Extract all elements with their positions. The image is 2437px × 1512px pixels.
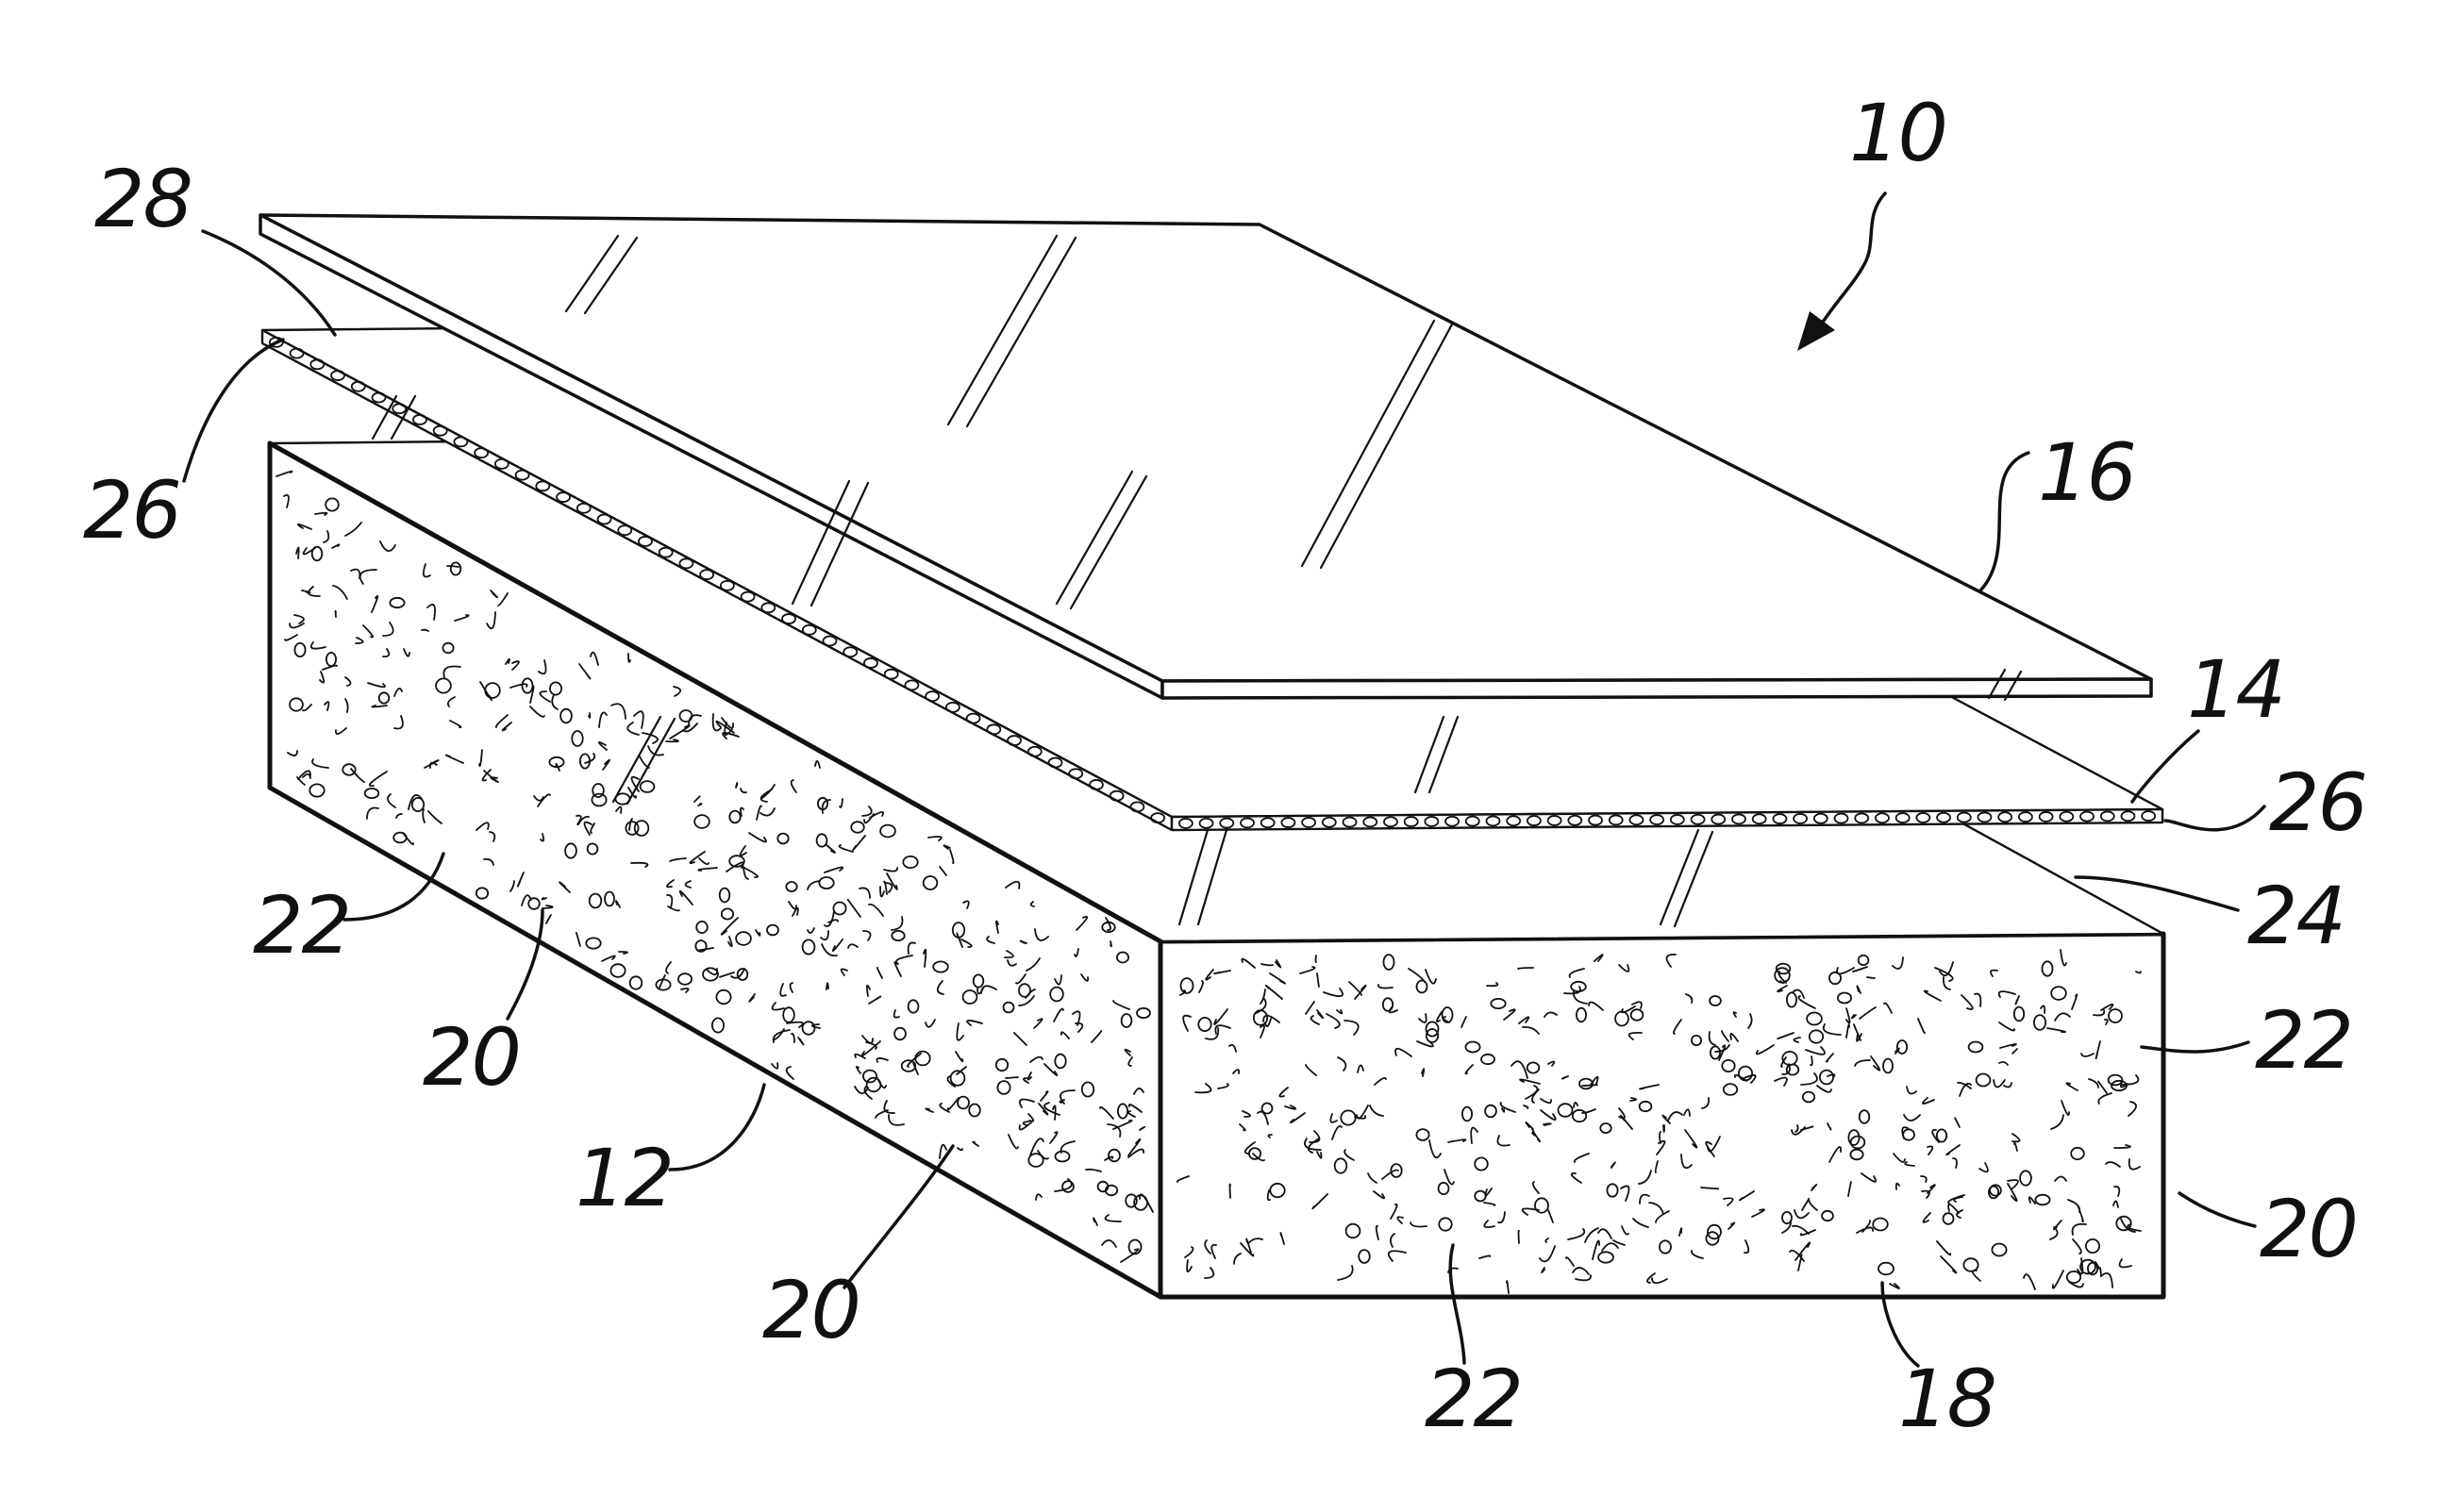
label-dots-left: 26 (83, 464, 180, 557)
label-middle-sheet: 14 (2187, 643, 2284, 736)
label-fiber-left: 22 (253, 879, 350, 972)
label-block-side: 12 (576, 1132, 673, 1224)
label-fiber-right: 22 (2255, 994, 2352, 1087)
label-top-surface: 24 (2247, 870, 2345, 962)
assembly-arrow (1797, 193, 1885, 351)
label-fiber-bottom: 22 (1425, 1353, 1522, 1445)
arrowhead-icon (1797, 311, 1835, 351)
label-pore-bottom: 20 (762, 1264, 860, 1356)
label-top-sheet: 16 (2038, 426, 2135, 519)
label-pore-left: 20 (423, 1011, 520, 1104)
label-sheet-edge: 28 (94, 153, 192, 245)
label-dots-right: 26 (2269, 756, 2366, 849)
label-pore-right: 20 (2260, 1183, 2357, 1275)
label-assembly: 10 (1849, 87, 1946, 179)
label-block-front: 18 (1898, 1353, 1995, 1445)
